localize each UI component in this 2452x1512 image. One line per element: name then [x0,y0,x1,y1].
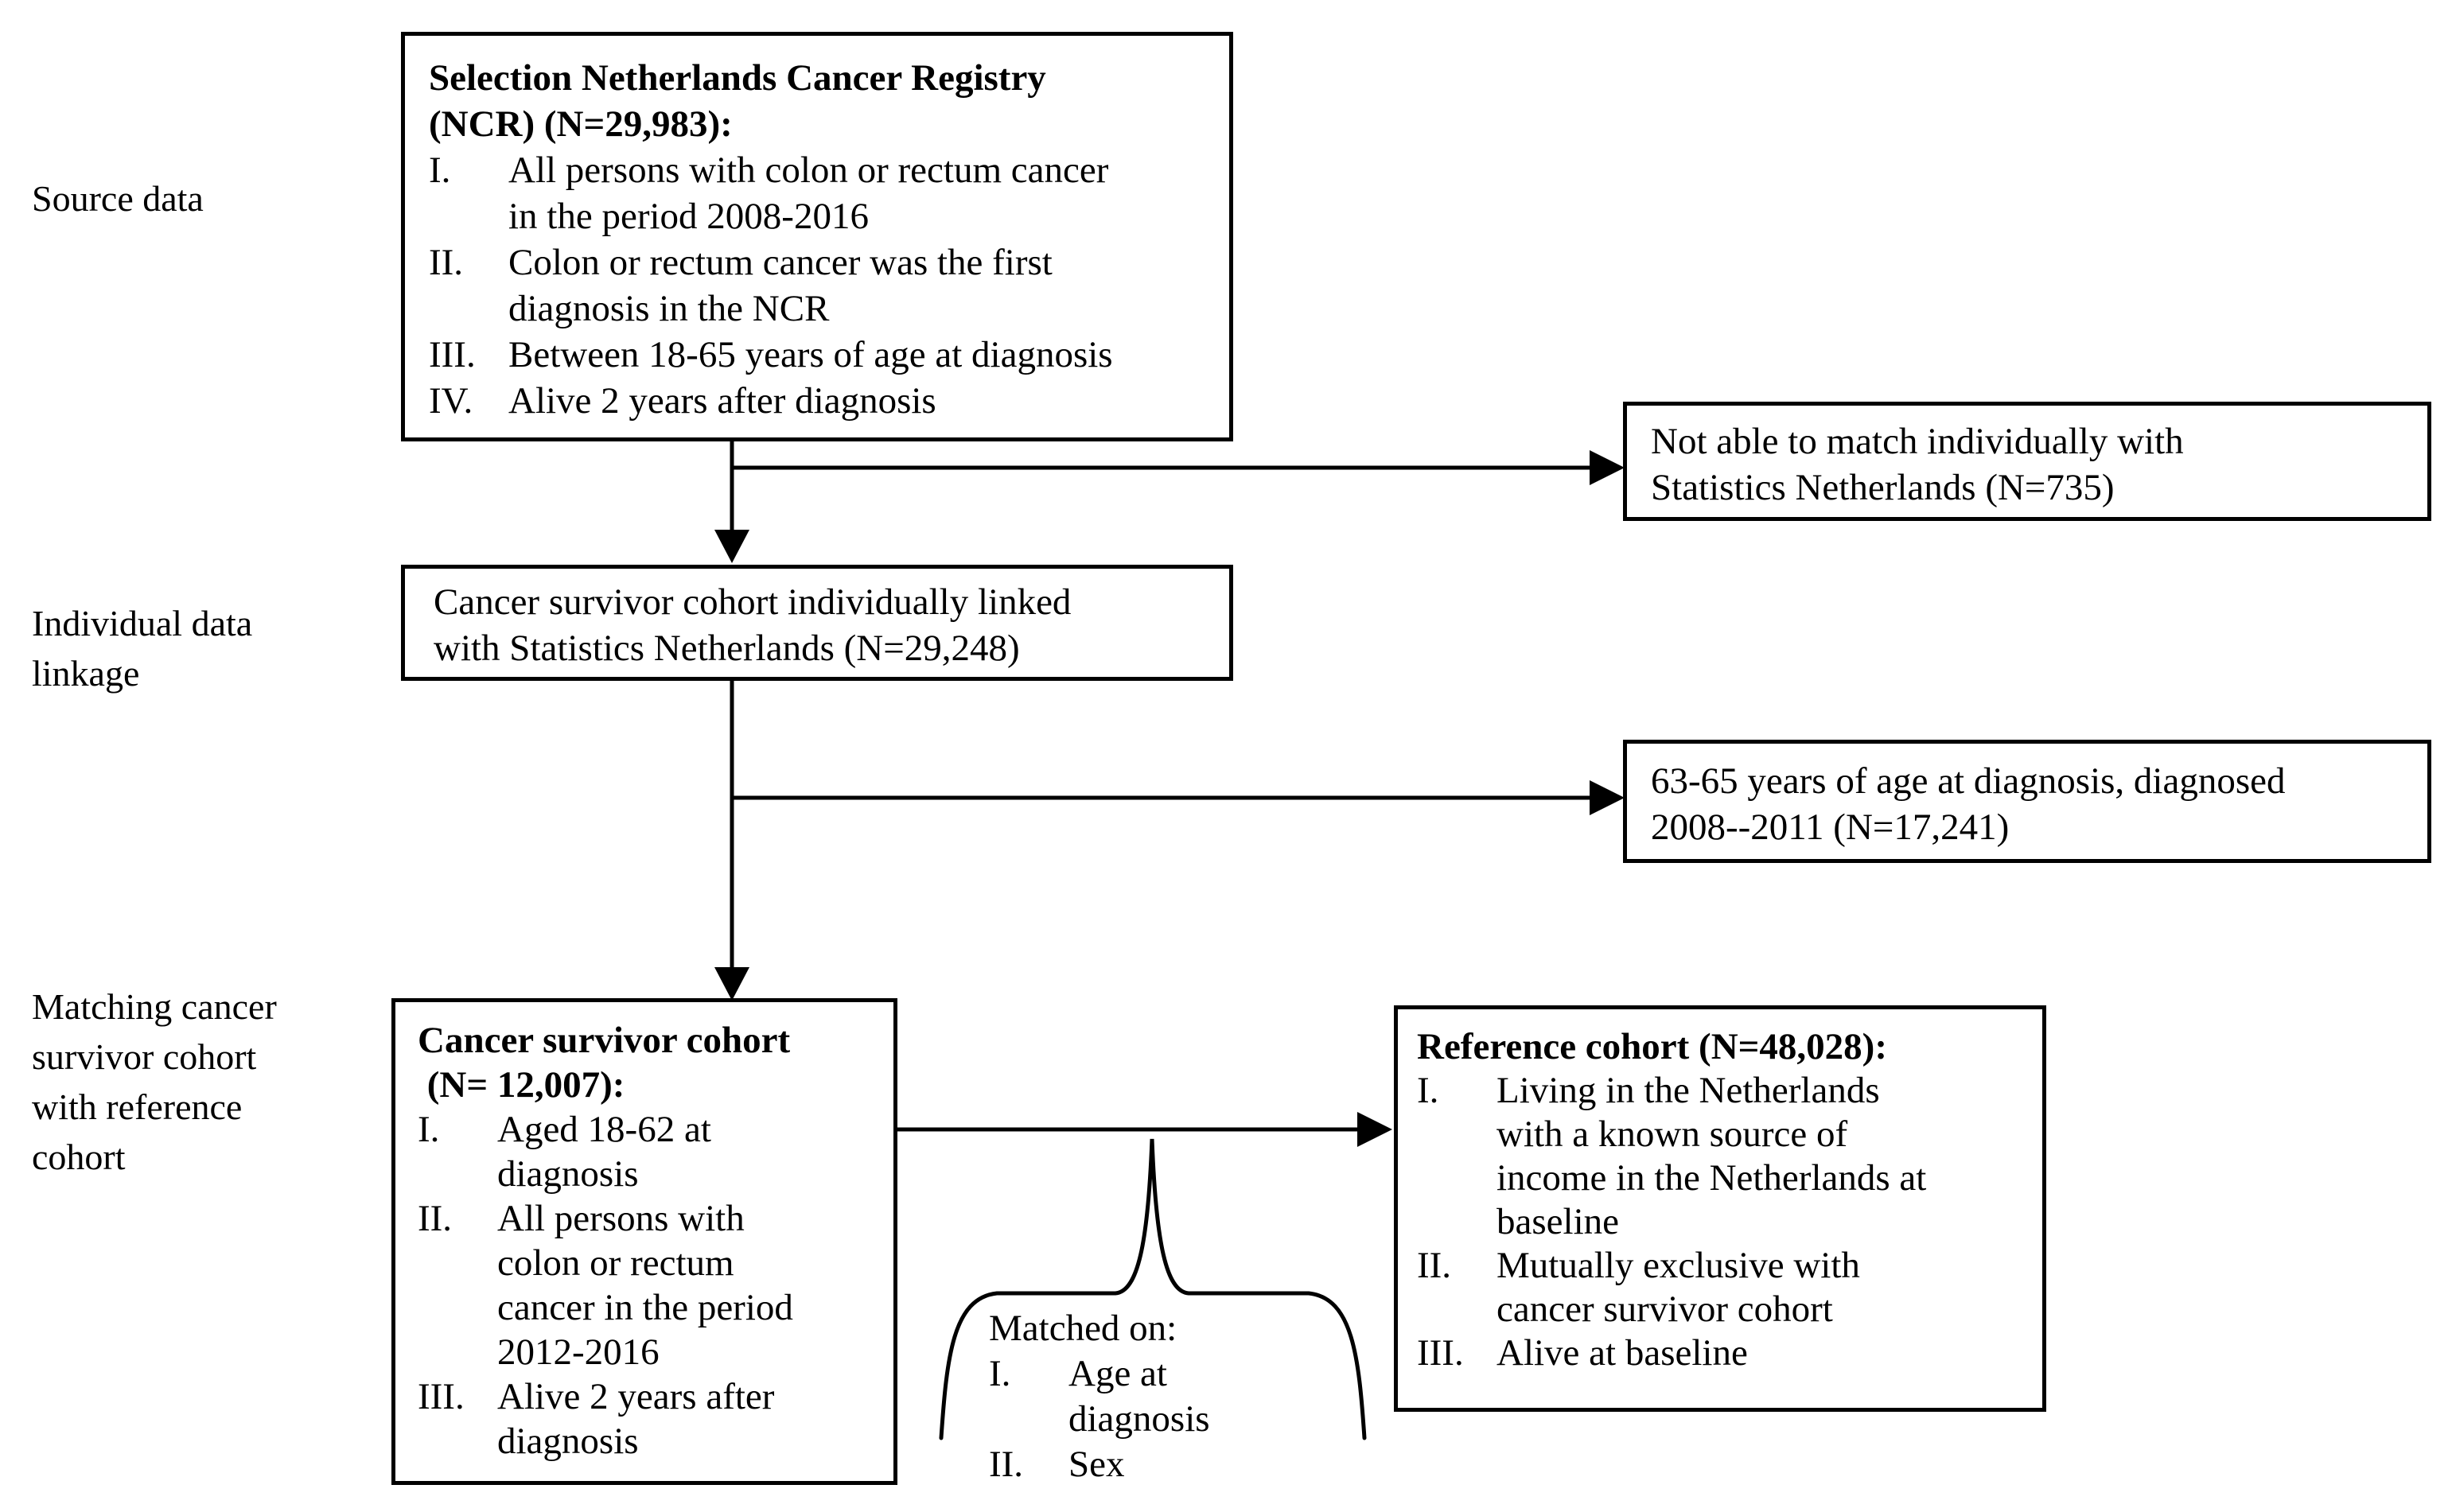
box-selection-ncr: Selection Netherlands Cancer Registry (N… [401,32,1233,441]
matched-on-brace [939,1138,1367,1440]
list-item-text: Aged 18-62 at diagnosis [497,1109,711,1195]
list-item-text: Between 18-65 years of age at diagnosis [508,334,1113,375]
box-not-matched-exclusion: Not able to match individually with Stat… [1623,402,2431,521]
arrowhead-right-age-excluded [1590,780,1625,815]
list-item: I. Age at diagnosis [989,1351,1363,1442]
list-item-numeral: II. [989,1444,1024,1485]
box-cancer-survivor-cohort: Cancer survivor cohort (N= 12,007): I. A… [391,998,897,1485]
list-item-numeral: I. [429,150,451,191]
list-item-text: All persons with colon or rectum cancer … [508,150,1109,237]
list-item-numeral: I. [418,1109,440,1150]
list-item-text: Sex [1068,1444,1125,1485]
stage-label-source-data: Source data [32,178,204,219]
box-not-matched-text: Not able to match individually with Stat… [1651,421,2184,508]
box-age-excluded-exclusion: 63-65 years of age at diagnosis, diagnos… [1623,740,2431,863]
list-item-numeral: II. [1417,1245,1452,1286]
arrowhead-down-linked [714,530,749,563]
arrowhead-right-not-matched [1590,450,1625,485]
list-item-text: All persons with colon or rectum cancer … [497,1198,793,1373]
list-item-text: Alive 2 years after diagnosis [497,1376,775,1462]
list-item-text: Alive at baseline [1496,1332,1748,1374]
stage-label-individual-data-linkage: Individual data linkage [32,603,253,694]
list-item-text: Alive 2 years after diagnosis [508,380,936,422]
arrowhead-down-survivor [714,967,749,1001]
box-survivor-title: Cancer survivor cohort (N= 12,007): [418,1020,791,1106]
list-item-numeral: II. [429,242,464,283]
list-item-numeral: IV. [429,380,473,422]
box-reference-title: Reference cohort (N=48,028): [1417,1026,1887,1067]
arrowhead-right-reference [1357,1112,1392,1147]
list-item-text: Living in the Netherlands with a known s… [1496,1070,1927,1242]
stage-label-matching-cohorts: Matching cancer survivor cohort with ref… [32,986,277,1177]
box-reference-cohort: Reference cohort (N=48,028): I. Living i… [1394,1005,2046,1412]
matched-on-annotation: Matched on: I. Age at diagnosis II. Sex [989,1306,1363,1487]
list-item: II. Colon or rectum cancer was the first… [429,239,1218,332]
box-selection-title: Selection Netherlands Cancer Registry (N… [429,57,1046,145]
list-item-text: Age at diagnosis [1068,1353,1210,1440]
list-item-text: Mutually exclusive with cancer survivor … [1496,1245,1860,1330]
list-item-numeral: III. [429,334,476,375]
list-item-text: Colon or rectum cancer was the first dia… [508,242,1053,329]
list-item: II. All persons with colon or rectum can… [418,1196,885,1374]
matched-on-title: Matched on: [989,1308,1177,1349]
box-linked-text: Cancer survivor cohort individually link… [434,581,1072,669]
list-item: III. Alive at baseline [1417,1331,2034,1375]
list-item: III. Alive 2 years after diagnosis [418,1374,885,1463]
box-age-excluded-text: 63-65 years of age at diagnosis, diagnos… [1651,760,2286,848]
list-item-numeral: III. [1417,1332,1464,1374]
box-linked-cohort: Cancer survivor cohort individually link… [401,565,1233,681]
list-item: III. Between 18-65 years of age at diagn… [429,332,1218,378]
list-item-numeral: III. [418,1376,465,1417]
list-item: II. Sex [989,1442,1363,1487]
list-item-numeral: I. [989,1353,1011,1394]
list-item-numeral: II. [418,1198,453,1239]
list-item: IV. Alive 2 years after diagnosis [429,378,1218,424]
list-item: I. Aged 18-62 at diagnosis [418,1107,885,1196]
list-item: I. All persons with colon or rectum canc… [429,147,1218,239]
list-item-numeral: I. [1417,1070,1439,1111]
list-item: I. Living in the Netherlands with a know… [1417,1069,2034,1244]
list-item: II. Mutually exclusive with cancer survi… [1417,1244,2034,1331]
